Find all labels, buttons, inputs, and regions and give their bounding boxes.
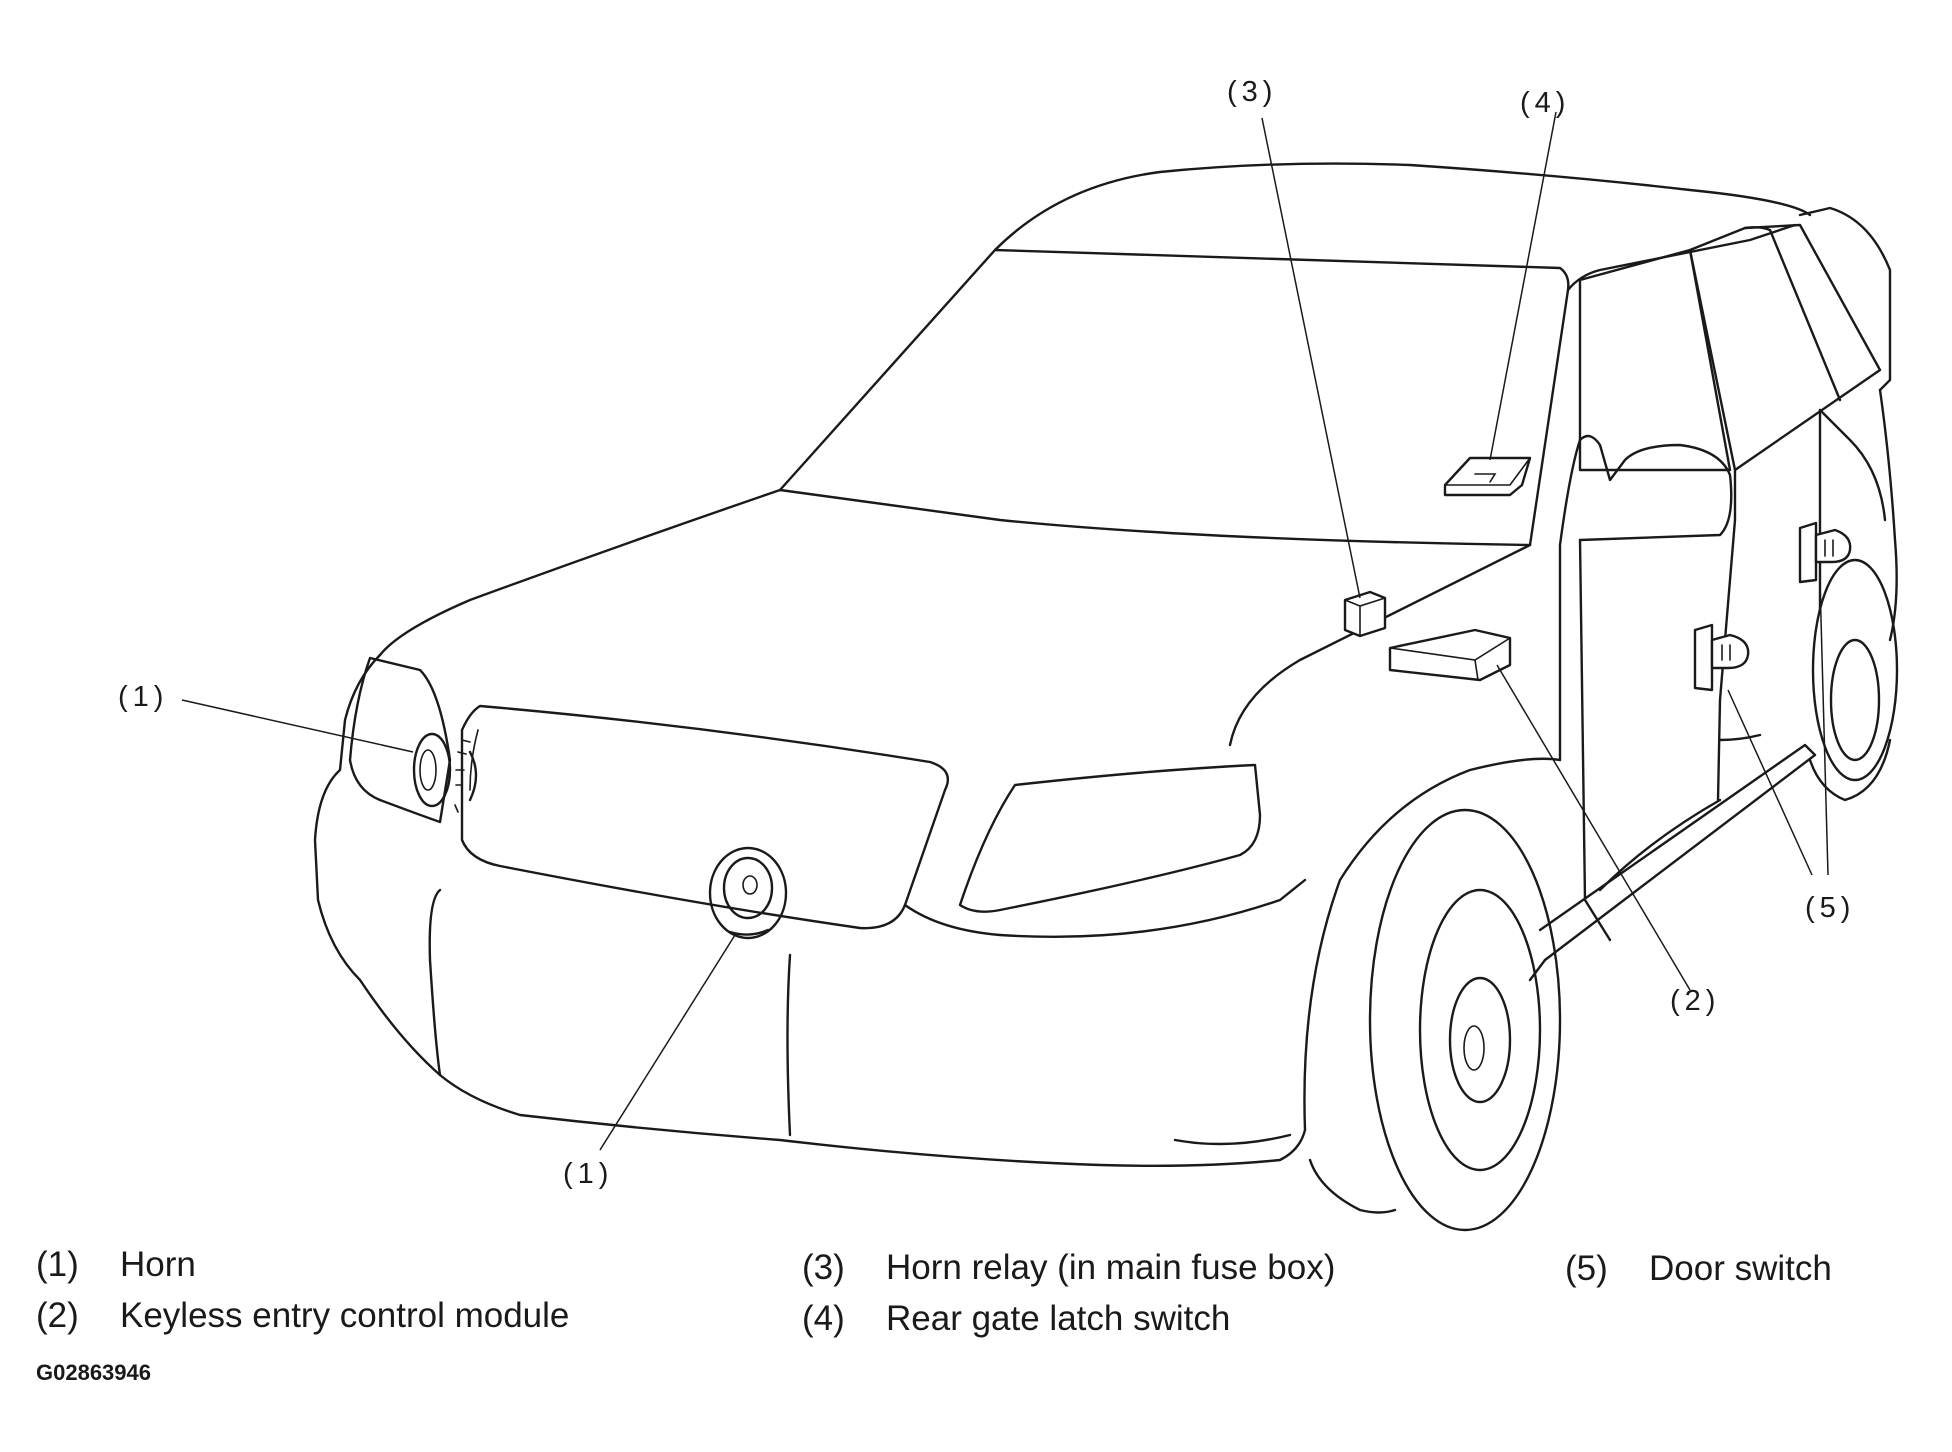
horn-left-part [412,732,478,808]
figure-code: G02863946 [36,1360,151,1385]
keyless-module-part [1388,628,1512,682]
legend-number: (4) [802,1299,845,1338]
legend-text: Horn [120,1245,196,1284]
legend-item: (3) Horn relay (in main fuse box) [802,1248,1335,1288]
door-switch-front-part [1693,623,1750,692]
legend-number: (1) [36,1245,79,1284]
legend-text: Door switch [1649,1249,1832,1288]
rear-gate-switch-part [1443,456,1532,497]
legend-number: (2) [36,1296,79,1335]
legend-item: (1) Horn [36,1245,196,1285]
horn-relay-part [1343,590,1387,638]
legend-item: (2) Keyless entry control module [36,1296,569,1336]
callout-door-switches: (5) [1805,892,1855,924]
legend-item: (4) Rear gate latch switch [802,1299,1230,1339]
legend-number: (5) [1565,1249,1608,1288]
callout-horn-relay: (3) [1227,76,1277,108]
callout-horn-left: (1) [118,681,168,713]
vehicle-body [313,162,1899,1232]
legend-text: Keyless entry control module [120,1296,570,1335]
callout-rear-gate-switch: (4) [1520,87,1570,119]
legend-text: Rear gate latch switch [886,1299,1231,1338]
door-switch-rear-part [1798,521,1852,584]
legend-item: (5) Door switch [1565,1249,1832,1289]
legend-number: (3) [802,1248,845,1287]
callout-keyless-module: (2) [1670,985,1720,1017]
horn-bottom-part [708,846,788,940]
callout-horn-bottom: (1) [563,1158,613,1190]
legend-text: Horn relay (in main fuse box) [886,1248,1336,1287]
leader-lines [181,111,1829,1151]
